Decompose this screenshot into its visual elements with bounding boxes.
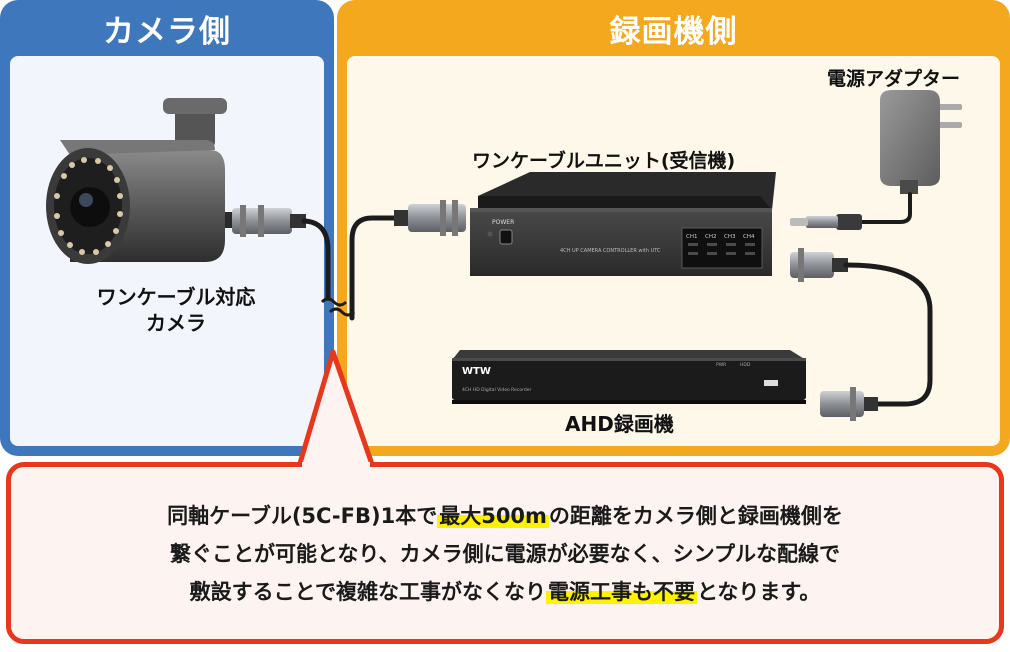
unit-ch-label: CH2 xyxy=(705,234,716,240)
callout-line-1: 同軸ケーブル(5C-FB)1本で最大500mの距離をカメラ側と録画機側を xyxy=(31,497,979,535)
output-coax-cable xyxy=(843,262,933,407)
ahd-recorder: WTW 4CH HD Digital Video Recorder PWR HD… xyxy=(452,350,806,404)
callout-pointer-join xyxy=(302,462,370,470)
callout-line-2: 繋ぐことが可能となり、カメラ側に電源が必要なく、シンプルな配線で xyxy=(170,542,840,566)
usb-port-icon xyxy=(764,380,778,386)
unit-power-text: POWER xyxy=(492,219,514,226)
dvr-model-text: 4CH HD Digital Video Recorder xyxy=(462,387,531,393)
callout-line-3: 敷設することで複雑な工事がなくなり電源工事も不要となります。 xyxy=(31,573,979,611)
dvr-indicator-label: HDD xyxy=(740,362,751,368)
unit-output-bnc xyxy=(790,248,848,282)
camera-label-text: ワンケーブル対応 カメラ xyxy=(96,285,256,335)
camera-side-title: カメラ側 xyxy=(103,14,231,50)
callout-text-span: 同軸ケーブル(5C-FB)1本で xyxy=(167,504,438,528)
recorder-side-title: 録画機側 xyxy=(609,14,738,50)
unit-bnc-connector xyxy=(394,200,466,236)
unit-ch-label: CH3 xyxy=(724,234,736,240)
camera-label: ワンケーブル対応 カメラ xyxy=(70,284,282,336)
unit-ch-label: CH1 xyxy=(686,234,697,240)
callout-highlight: 電源工事も不要 xyxy=(546,580,698,604)
ahd-recorder-label: AHD録画機 xyxy=(565,412,674,436)
unit-ch-label: CH4 xyxy=(743,234,755,240)
adapter-label: 電源アダプター xyxy=(827,68,961,90)
callout-highlight: 最大500m xyxy=(437,504,549,528)
coaxial-cable xyxy=(301,215,401,321)
unit-label: ワンケーブルユニット(受信機) xyxy=(472,150,736,172)
unit-power-switch xyxy=(499,229,513,245)
bullet-camera xyxy=(46,98,243,264)
callout-text-span: となります。 xyxy=(697,580,821,604)
callout-text: 同軸ケーブル(5C-FB)1本で最大500mの距離をカメラ側と録画機側を 繋ぐこ… xyxy=(31,497,979,611)
dc-plug xyxy=(790,214,862,230)
adapter-cable xyxy=(858,192,912,224)
callout-text-span: 敷設することで複雑な工事がなくなり xyxy=(189,580,547,604)
dvr-bnc-connector xyxy=(820,387,878,421)
callout-text-span: の距離をカメラ側と録画機側を xyxy=(548,504,843,528)
power-adapter xyxy=(880,90,962,194)
one-cable-unit: POWER 4CH UP CAMERA CONTROLLER with UTC … xyxy=(470,172,776,276)
dvr-indicator-label: PWR xyxy=(716,362,726,368)
cable-break-icon xyxy=(320,297,356,317)
unit-channel-panel xyxy=(681,227,763,269)
dvr-brand-logo: WTW xyxy=(462,366,491,377)
unit-model-text: 4CH UP CAMERA CONTROLLER with UTC xyxy=(560,248,661,254)
callout-box: 同軸ケーブル(5C-FB)1本で最大500mの距離をカメラ側と録画機側を 繋ぐこ… xyxy=(6,462,1004,644)
camera-bnc-connector xyxy=(232,205,306,237)
